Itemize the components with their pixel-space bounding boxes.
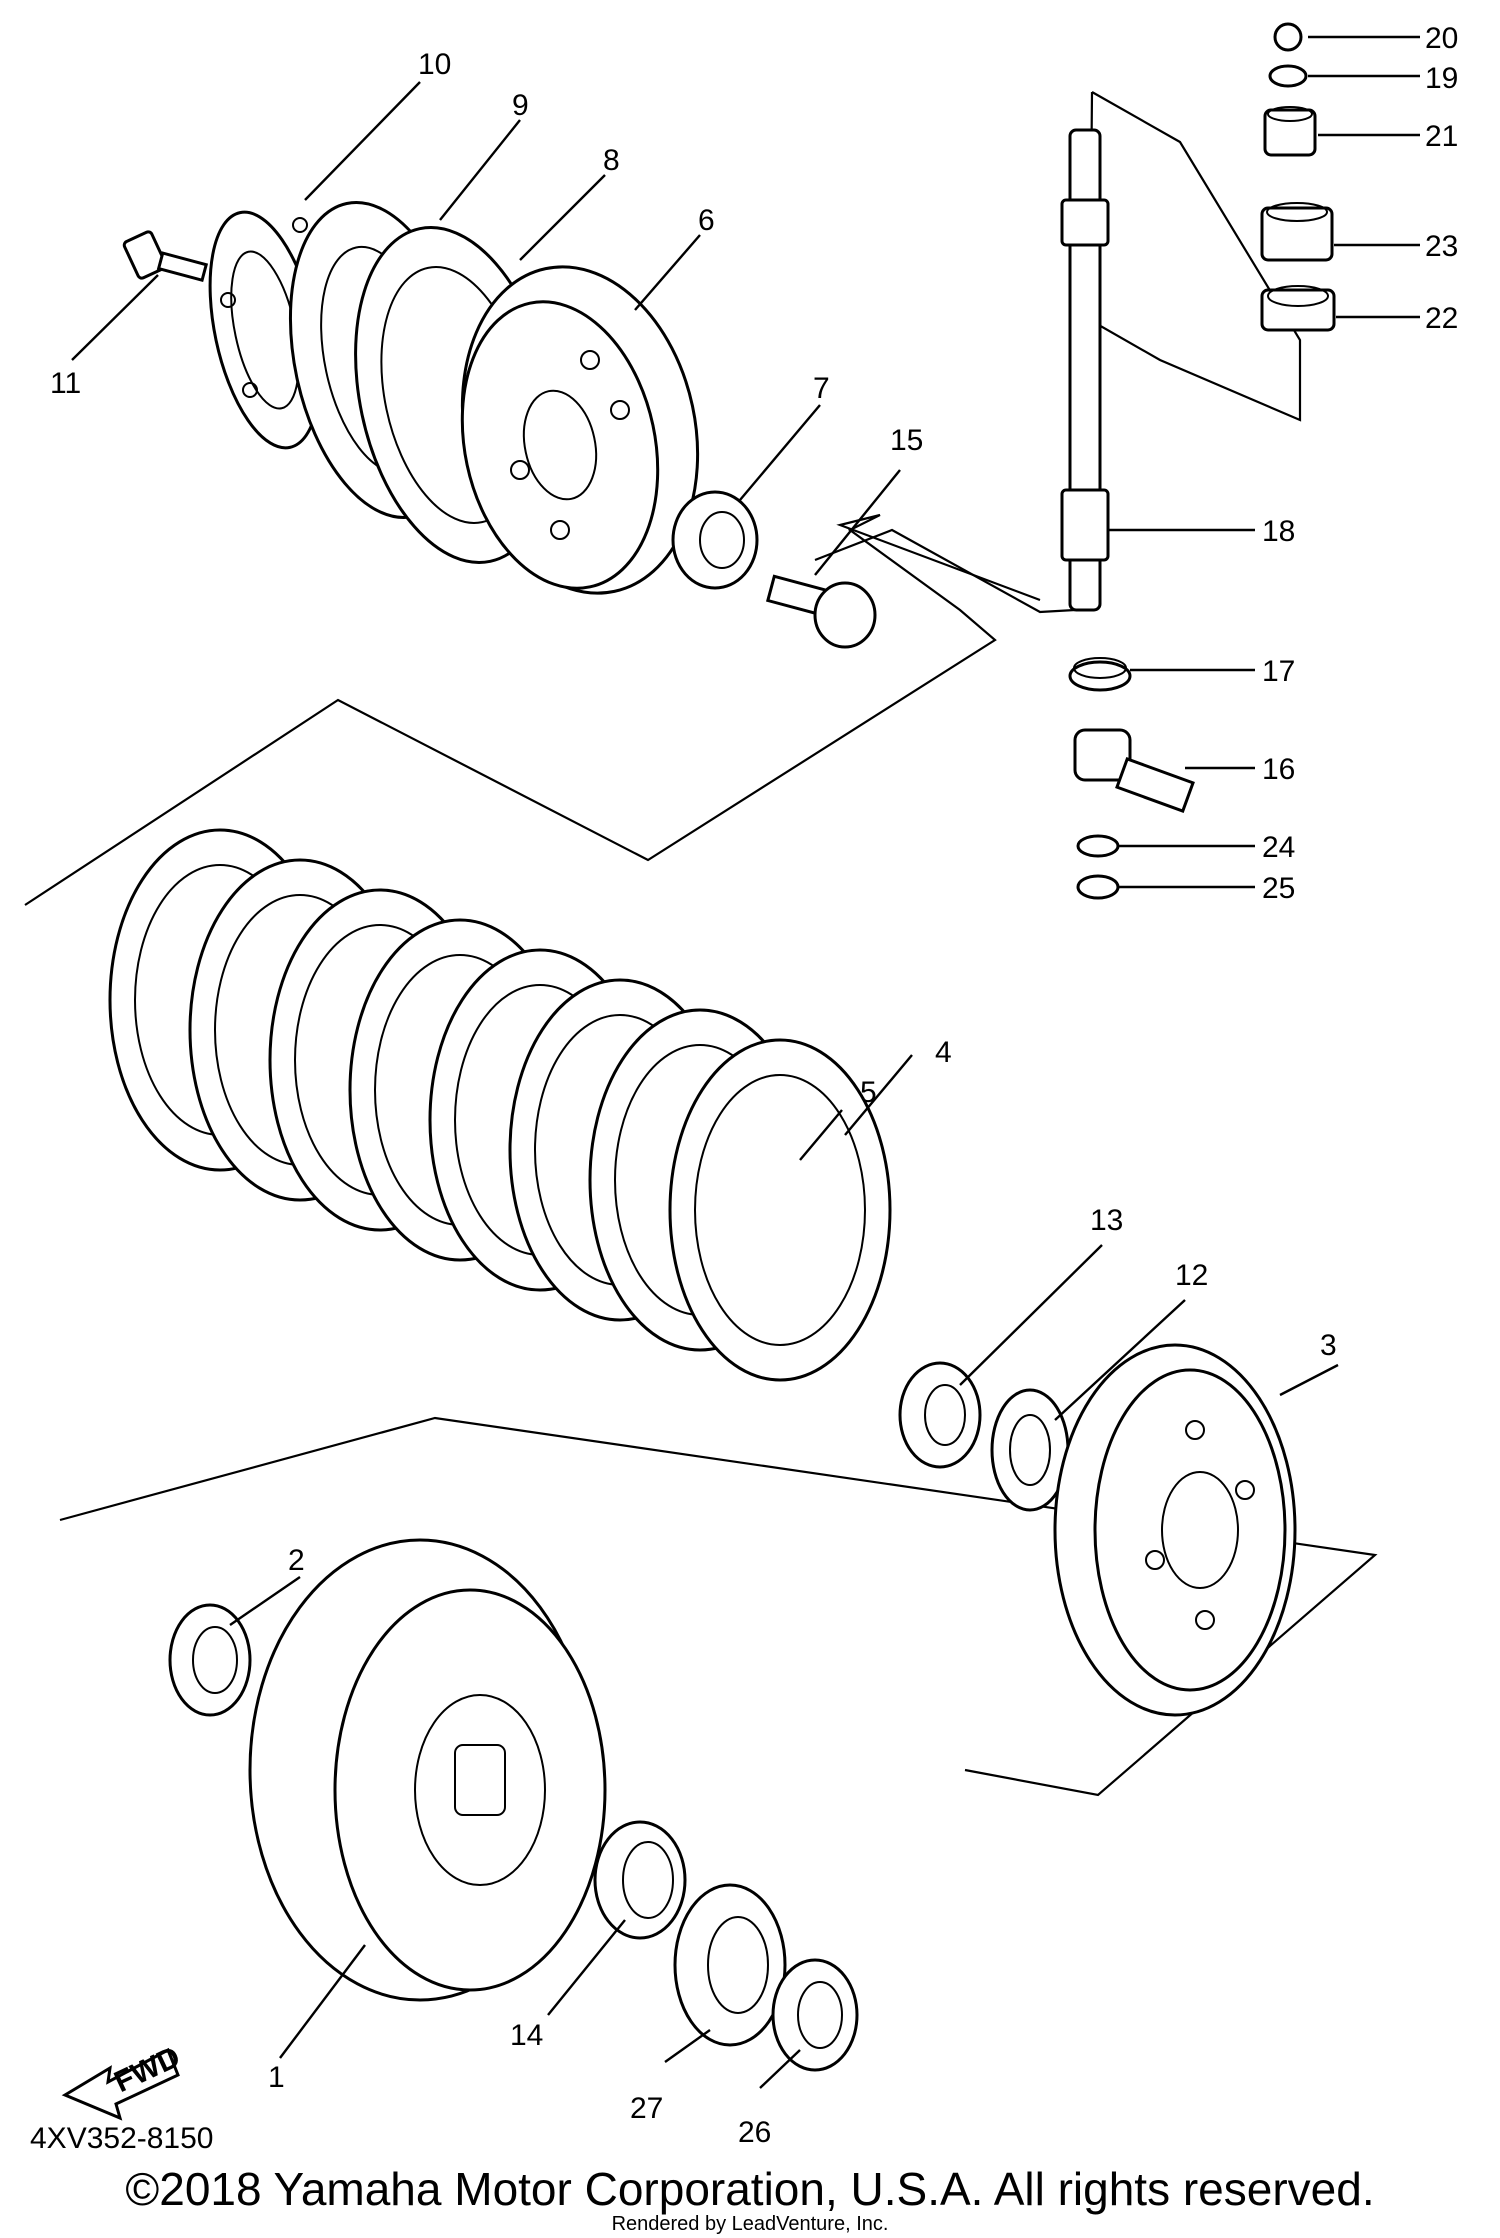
part-16-lever [1073, 728, 1195, 813]
part-2-washer [168, 1603, 252, 1717]
callout-20: 20 [1425, 22, 1458, 55]
part-6-housing [460, 265, 700, 595]
part-13-collar [898, 1361, 982, 1469]
frame-lower [59, 1416, 1378, 1797]
part-4-5-plate-stack [108, 828, 892, 1382]
copyright-notice: ©2018 Yamaha Motor Corporation, U.S.A. A… [125, 2163, 1375, 2215]
part-22-oil-seal [1260, 285, 1336, 332]
part-27-spacer [673, 1883, 787, 2047]
part-1-clutch-housing [248, 1538, 607, 2002]
callout-2: 2 [288, 1544, 305, 1577]
part-26-washer [771, 1958, 859, 2072]
part-code: 4XV352-8150 [30, 2122, 214, 2155]
callout-18: 18 [1262, 515, 1295, 548]
callout-25: 25 [1262, 872, 1295, 905]
leader-lines [71, 35, 1420, 2089]
part-21-bearing [1263, 106, 1317, 157]
callout-15: 15 [890, 424, 923, 457]
part-3-clutch-boss [1053, 1343, 1297, 1717]
callout-7: 7 [813, 372, 830, 405]
callout-16: 16 [1262, 753, 1295, 786]
callout-14: 14 [510, 2019, 543, 2052]
callout-12: 12 [1175, 1259, 1208, 1292]
callout-17: 17 [1262, 655, 1295, 688]
callout-4: 4 [935, 1036, 952, 1069]
callout-21: 21 [1425, 120, 1458, 153]
callout-1: 1 [268, 2061, 285, 2094]
rendered-by-notice: Rendered by LeadVenture, Inc. [611, 2213, 889, 2235]
callout-24: 24 [1262, 831, 1295, 864]
part-15-shaft [765, 574, 877, 649]
part-25-circlip [1076, 874, 1120, 900]
part-19-washer [1268, 64, 1308, 88]
part-11-bolt [122, 230, 209, 283]
callout-11: 11 [50, 367, 81, 400]
part-17-spring [1068, 657, 1132, 692]
callout-9: 9 [512, 89, 529, 122]
part-7-bearing [671, 490, 759, 590]
callout-19: 19 [1425, 62, 1458, 95]
part-18-shaft [1060, 128, 1110, 612]
part-23-bearing [1260, 202, 1334, 262]
callout-6: 6 [698, 204, 715, 237]
part-24-washer [1076, 834, 1120, 858]
fwd-arrow-icon: FWD [61, 2040, 185, 2121]
callout-23: 23 [1425, 230, 1458, 263]
part-14-needle-bearing [593, 1820, 687, 1940]
callout-10: 10 [418, 48, 451, 81]
frame-upper [24, 513, 1041, 906]
callout-13: 13 [1090, 1204, 1123, 1237]
frame-shaft-lower [814, 528, 1076, 614]
callout-22: 22 [1425, 302, 1458, 335]
callout-5: 5 [860, 1076, 877, 1109]
callout-26: 26 [738, 2116, 771, 2149]
callout-27: 27 [630, 2092, 663, 2125]
callout-8: 8 [603, 144, 620, 177]
callout-3: 3 [1320, 1329, 1337, 1362]
part-20-circlip [1273, 22, 1303, 52]
